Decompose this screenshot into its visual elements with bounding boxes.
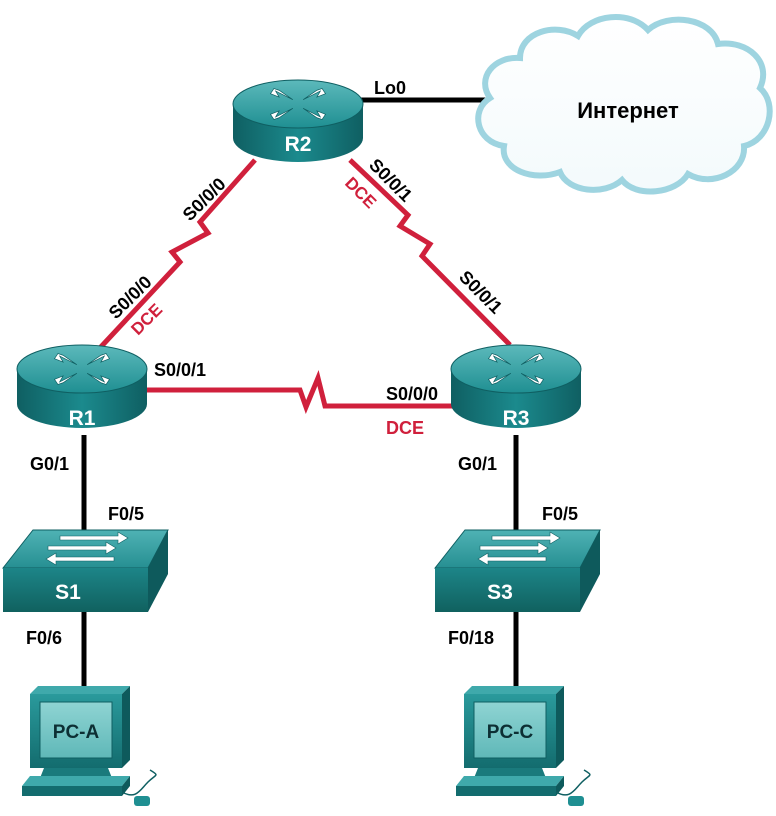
router-r1-label: R1	[69, 407, 96, 430]
link-r1-r3-serial	[145, 370, 465, 414]
label-r2-lo0: Lo0	[374, 78, 406, 98]
label-r1-g01: G0/1	[30, 454, 69, 474]
switch-s3[interactable]: S3	[433, 529, 601, 612]
pc-a[interactable]: PC-A	[22, 686, 157, 806]
switch-arrows-icon	[45, 531, 129, 566]
router-r3[interactable]: R3	[450, 344, 582, 430]
router-r3-label: R3	[503, 407, 530, 430]
link-r2-r3-serial	[348, 158, 512, 347]
label-r1-s001: S0/0/1	[154, 360, 206, 380]
label-r3-s000: S0/0/0	[386, 384, 438, 404]
switch-arrows-icon	[477, 531, 561, 566]
switch-s3-label: S3	[487, 581, 513, 604]
label-s3-f05: F0/5	[542, 504, 578, 524]
label-s1-f05: F0/5	[108, 504, 144, 524]
label-s3-f018: F0/18	[448, 628, 494, 648]
label-dce-r2-r3: DCE	[341, 173, 380, 212]
pc-a-label: PC-A	[53, 722, 100, 743]
internet-label: Интернет	[577, 98, 679, 123]
pc-c-label: PC-C	[487, 722, 534, 743]
pc-c[interactable]: PC-C	[456, 686, 591, 806]
switch-s1-label: S1	[55, 581, 81, 604]
label-dce-r1-r3: DCE	[386, 418, 424, 438]
link-r1-r2-serial	[96, 158, 257, 352]
mouse-icon	[134, 796, 150, 806]
mouse-icon	[568, 796, 584, 806]
internet-cloud: Интернет	[475, 14, 773, 195]
label-r3-s001: S0/0/1	[455, 267, 506, 318]
switch-s1[interactable]: S1	[1, 529, 169, 612]
label-s1-f06: F0/6	[26, 628, 62, 648]
router-r2-label: R2	[285, 133, 312, 156]
label-r3-g01: G0/1	[458, 454, 497, 474]
router-r1[interactable]: R1	[16, 344, 148, 430]
router-r2[interactable]: R2	[232, 79, 364, 162]
